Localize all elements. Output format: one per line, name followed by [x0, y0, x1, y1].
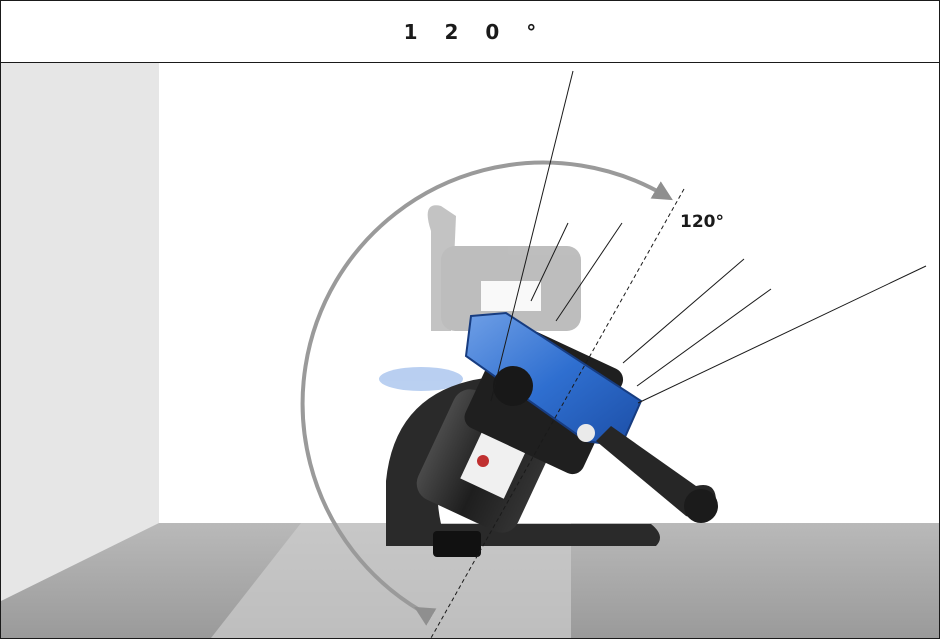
stand-foot-clip: [433, 531, 481, 557]
tilt-illustration: [1, 63, 939, 638]
rotation-arc: [300, 160, 673, 626]
header-bar: 1 2 0 °: [1, 1, 939, 63]
hex-bolt: [577, 424, 595, 442]
angle-label: 120°: [680, 212, 724, 232]
handle-end: [684, 489, 718, 523]
ghost-lamp: [379, 205, 581, 391]
page-title: 1 2 0 °: [403, 19, 547, 44]
pivot-knob: [493, 366, 533, 406]
lamp-handle: [596, 426, 716, 519]
upright-reference-line: [490, 70, 574, 402]
tilt-axis-dashed-line: [430, 188, 685, 638]
light-rays: [530, 222, 927, 404]
